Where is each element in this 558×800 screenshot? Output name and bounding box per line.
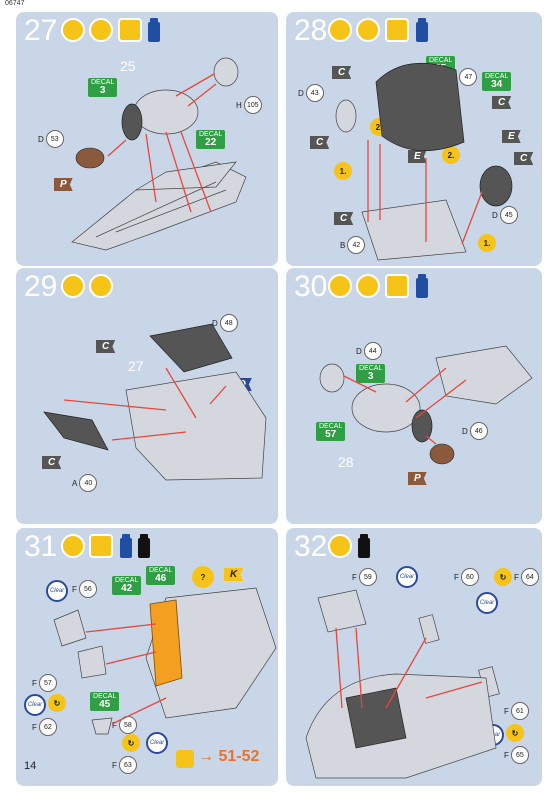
order-badge: 1. — [334, 162, 352, 180]
continue-label: → 51-52 — [198, 748, 260, 765]
glue-icon — [328, 534, 352, 558]
paint-brush-icon — [89, 274, 113, 298]
paint-code-tag: C — [42, 456, 62, 469]
glue-icon — [61, 534, 85, 558]
clear-paint-icon: Clear — [396, 566, 418, 588]
decal-apply-icon — [89, 534, 113, 558]
paint-code-tag: C — [334, 212, 354, 225]
step-number: 29 — [24, 270, 58, 303]
order-badge: 1. — [478, 234, 496, 252]
curve-brush-icon: ↻ — [48, 694, 66, 712]
glue-icon — [328, 274, 352, 298]
paint-code-tag: E — [408, 150, 427, 163]
order-badge: 2. — [370, 118, 388, 136]
step-29-drawing — [43, 323, 267, 481]
subassembly-label: 28 — [338, 454, 354, 470]
clear-paint-icon: Clear — [24, 694, 46, 716]
glue-icon — [61, 274, 85, 298]
clear-paint-icon: Clear — [46, 580, 68, 602]
question-icon: ? — [192, 566, 214, 588]
step-number: 31 — [24, 530, 58, 563]
continue-box-icon — [176, 750, 194, 768]
product-code: 06747 — [5, 0, 25, 7]
step-number: 32 — [294, 530, 328, 563]
glue-icon — [61, 18, 85, 42]
decal-apply-icon — [385, 274, 409, 298]
paint-pot-icon — [358, 534, 370, 558]
paint-code-tag: C — [514, 152, 534, 165]
paint-brush-icon — [89, 18, 113, 42]
curve-brush-icon: ↻ — [122, 734, 140, 752]
page-number: 14 — [24, 760, 37, 772]
paint-pot-icon — [138, 534, 150, 558]
paint-code-tag: P — [54, 178, 73, 191]
paint-code-tag: C — [310, 136, 330, 149]
order-badge: 2. — [442, 146, 460, 164]
curve-brush-icon: ↻ — [494, 568, 512, 586]
decal-apply-icon — [118, 18, 142, 42]
paint-code-tag: O — [232, 378, 252, 391]
clear-paint-icon: Clear — [146, 732, 168, 754]
paint-brush-icon — [356, 274, 380, 298]
paint-code-tag: E — [502, 130, 521, 143]
step-number: 30 — [294, 270, 328, 303]
step-number: 27 — [24, 14, 58, 47]
curve-brush-icon: ↻ — [506, 724, 524, 742]
paint-code-tag: C — [96, 340, 116, 353]
paint-code-tag: C — [492, 96, 512, 109]
step-30-drawing — [319, 345, 533, 465]
paint-pot-icon — [148, 18, 160, 42]
step-number: 28 — [294, 14, 328, 47]
paint-pot-icon — [416, 274, 428, 298]
subassembly-label: 27 — [128, 358, 144, 374]
paint-code-tag: C — [332, 66, 352, 79]
clear-paint-icon: Clear — [476, 592, 498, 614]
paint-code-tag: K — [224, 568, 244, 581]
clear-paint-icon: Clear — [482, 724, 504, 746]
subassembly-label: 25 — [120, 58, 136, 74]
paint-brush-icon — [356, 18, 380, 42]
paint-pot-icon — [120, 534, 132, 558]
paint-pot-icon — [416, 18, 428, 42]
paint-code-tag: P — [408, 472, 427, 485]
glue-icon — [328, 18, 352, 42]
decal-apply-icon — [385, 18, 409, 42]
